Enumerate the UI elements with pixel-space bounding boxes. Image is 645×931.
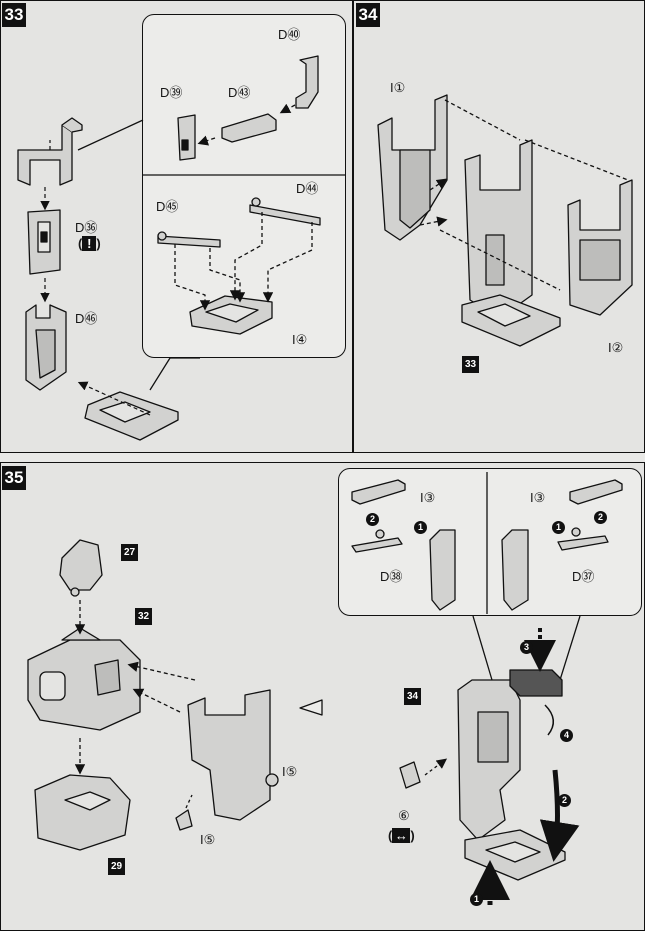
label-d37: D㊲ (572, 569, 595, 584)
order-mark-4: 4 (560, 729, 573, 742)
label-d40: D㊵ (278, 27, 301, 42)
torso-part-32 (27, 627, 141, 731)
waist-part-29 (34, 774, 131, 851)
label-d39: D㊴ (160, 85, 183, 100)
part-d40 (295, 55, 319, 109)
connector-left (429, 529, 456, 611)
label-d45: D㊺ (156, 199, 179, 214)
label-d43: D㊸ (228, 85, 251, 100)
order-mark-2-left: 2 (366, 513, 379, 526)
large-frame-i1 (377, 94, 448, 241)
connector-right (501, 529, 529, 611)
i3-bar-left (351, 479, 406, 505)
ref-27: 27 (121, 544, 138, 561)
upper-bracket-part (17, 117, 83, 186)
callout-pointer (77, 119, 144, 151)
d37-arm (557, 527, 609, 551)
label-i4: I④ (292, 332, 308, 347)
label-i1: I① (390, 80, 406, 95)
small-part-6 (399, 761, 421, 789)
part-d39 (177, 114, 196, 161)
rotate-icon: (↔) (388, 828, 415, 843)
step-33-badge: 33 (2, 3, 26, 27)
label-i2: I② (608, 340, 624, 355)
back-unit-left (187, 689, 279, 821)
label-six: ⑥ (398, 808, 410, 823)
d38-arm (351, 529, 403, 553)
order-mark-2-right: 2 (594, 511, 607, 524)
part-i4 (189, 295, 273, 335)
label-d46: D㊻ (75, 311, 98, 326)
label-i5-bottom: I⑤ (200, 832, 216, 847)
i3-bar-right (569, 479, 623, 505)
grip-bar (509, 669, 563, 697)
step-35-badge: 35 (2, 466, 26, 490)
callout-pointer (149, 357, 200, 391)
step-34-badge: 34 (356, 3, 380, 27)
assembled-step33-unit (461, 139, 561, 347)
label-i3-left: I③ (420, 490, 436, 505)
ref-33: 33 (462, 356, 479, 373)
order-mark-1-left: 1 (414, 521, 427, 534)
label-i5-right: I⑤ (282, 764, 298, 779)
ref-29: 29 (108, 858, 125, 875)
label-d44: D㊹ (296, 181, 319, 196)
head-part-27 (59, 539, 103, 597)
label-d36: D㊱ (75, 220, 98, 235)
order-mark-2-main: 2 (558, 794, 571, 807)
warning-icon: (!) (78, 236, 101, 251)
lower-part-d46 (25, 304, 67, 391)
frame-part-d36 (27, 209, 61, 275)
part-d44 (249, 197, 321, 226)
foot-part (84, 391, 179, 441)
ref-34: 34 (404, 688, 421, 705)
label-d38: D㊳ (380, 569, 403, 584)
order-mark-1-main: 1 (470, 893, 483, 906)
label-i3-right: I③ (530, 490, 546, 505)
side-panel-i2 (567, 179, 633, 316)
order-mark-1-right: 1 (552, 521, 565, 534)
ref-32: 32 (135, 608, 152, 625)
part-d43 (221, 113, 277, 143)
small-part-i5 (175, 794, 193, 831)
order-mark-3: 3 (520, 641, 533, 654)
part-d45 (157, 231, 221, 248)
